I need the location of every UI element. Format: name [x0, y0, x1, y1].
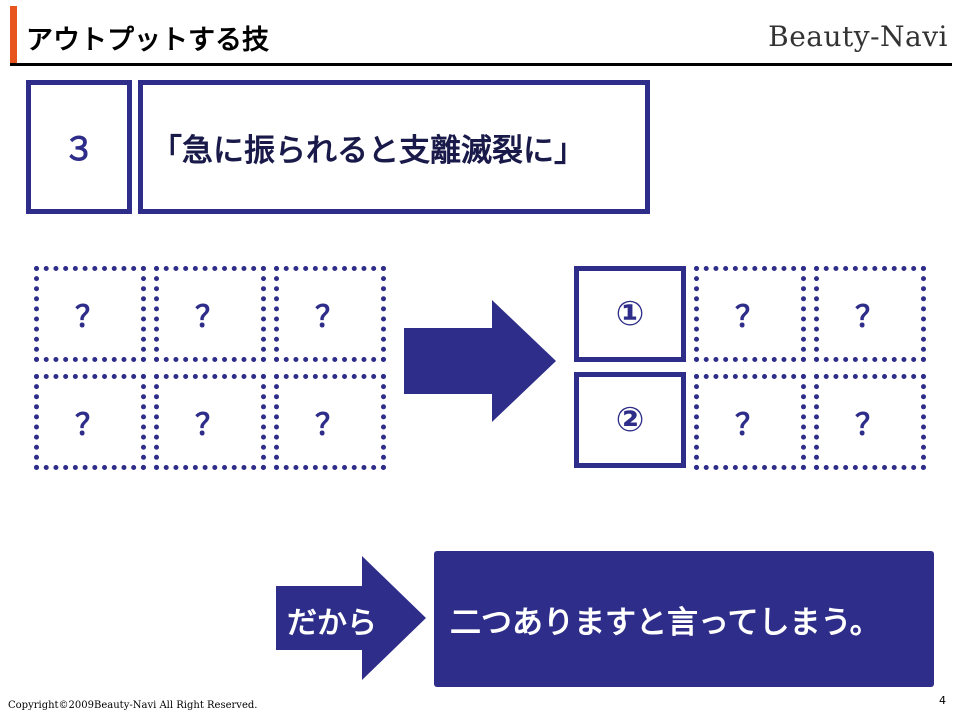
- right-grid-cell-highlighted: ②: [574, 372, 686, 468]
- section-number-box: ３: [26, 80, 132, 214]
- cell-label: ②: [615, 400, 645, 440]
- page-number: 4: [939, 694, 946, 707]
- left-grid-cell: ？: [274, 266, 386, 362]
- section-heading: 「急に振られると支離滅裂に」: [151, 132, 585, 169]
- right-arrow-icon: [404, 300, 556, 422]
- connector-label: だから: [287, 606, 377, 641]
- cell-label: ？: [195, 408, 225, 443]
- cell-label: ？: [855, 300, 885, 335]
- cell-label: ？: [195, 300, 225, 335]
- cell-label: ？: [75, 300, 105, 335]
- left-grid-cell: ？: [274, 374, 386, 470]
- right-grid-cell-highlighted: ①: [574, 266, 686, 362]
- conclusion-text: 二つありますと言ってしまう。: [450, 604, 881, 641]
- right-grid-cell: ？: [814, 266, 926, 362]
- title-accent-bar: [10, 6, 17, 64]
- header-divider: [10, 63, 952, 66]
- cell-label: ①: [615, 294, 645, 334]
- right-grid-cell: ？: [694, 266, 806, 362]
- right-grid-cell: ？: [694, 374, 806, 470]
- cell-label: ？: [855, 408, 885, 443]
- cell-label: ？: [315, 408, 345, 443]
- brand-logo: Beauty-Navi: [768, 20, 948, 53]
- left-grid-cell: ？: [154, 266, 266, 362]
- left-grid-cell: ？: [34, 266, 146, 362]
- left-grid-cell: ？: [34, 374, 146, 470]
- section-number: ３: [62, 130, 95, 168]
- footer-copyright: Copyright©2009Beauty-Navi All Right Rese…: [8, 700, 258, 711]
- left-grid-cell: ？: [154, 374, 266, 470]
- section-heading-box: 「急に振られると支離滅裂に」: [138, 80, 650, 214]
- page-title: アウトプットする技: [26, 25, 269, 56]
- cell-label: ？: [735, 408, 765, 443]
- cell-label: ？: [315, 300, 345, 335]
- dakara-arrow-icon: [276, 556, 426, 680]
- conclusion-box: 二つありますと言ってしまう。: [434, 551, 934, 687]
- right-grid-cell: ？: [814, 374, 926, 470]
- cell-label: ？: [735, 300, 765, 335]
- cell-label: ？: [75, 408, 105, 443]
